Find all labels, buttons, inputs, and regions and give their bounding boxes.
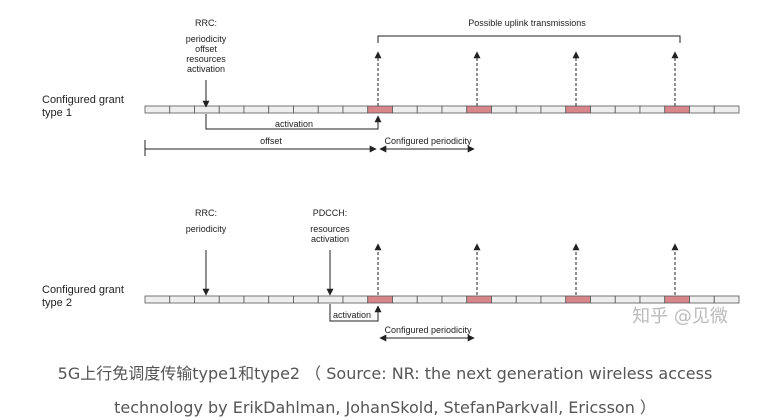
type1-grant-slot [664, 105, 690, 114]
type2-label-line2: type 2 [42, 297, 72, 309]
type1-rrc-title: RRC: [195, 18, 217, 28]
type2-slot [614, 295, 641, 304]
type1-slot [268, 105, 294, 114]
type1-slot [639, 105, 666, 114]
type1-slot [689, 105, 715, 114]
type2-slot [639, 295, 666, 304]
watermark: 知乎 @见微 [632, 306, 728, 327]
type2-rrc-line: periodicity [186, 224, 227, 234]
type1-slot [218, 105, 245, 114]
type2-group: Configured grant type 2 RRC: periodicity… [42, 208, 472, 335]
type1-activation-label: activation [275, 119, 313, 129]
type2-slot [243, 295, 270, 304]
type1-slot [515, 105, 542, 114]
caption-line2: technology by ErikDahlman, JohanSkold, S… [114, 398, 656, 417]
type1-slot [614, 105, 641, 114]
type1-slot [144, 105, 171, 114]
type2-slot [342, 295, 369, 304]
type2-slot [194, 295, 220, 304]
type1-slot [416, 105, 443, 114]
type1-slot [590, 105, 616, 114]
type1-rrc-line: offset [195, 44, 217, 54]
type2-connectors [202, 243, 679, 342]
type1-periodicity-label: Configured periodicity [384, 136, 472, 146]
type1-uplink-bracket [377, 35, 681, 43]
type2-activation-label: activation [333, 310, 371, 320]
type1-slot-row [144, 105, 740, 114]
type1-slot [441, 105, 468, 114]
type2-slot [515, 295, 542, 304]
type1-slot [169, 105, 195, 114]
type2-grant-slot [466, 295, 492, 304]
type2-grant-slot [664, 295, 690, 304]
type1-grant-slot [466, 105, 492, 114]
caption-line1: 5G上行免调度传输type1和type2 （ Source: NR: the n… [57, 364, 713, 383]
type1-uplink-label: Possible uplink transmissions [468, 18, 586, 28]
type1-rrc-line: activation [187, 64, 225, 74]
type2-slot [169, 295, 195, 304]
type1-group: Configured grant type 1 RRC: periodicity… [42, 18, 586, 146]
type2-slot [491, 295, 517, 304]
type2-slot [441, 295, 468, 304]
type2-slot [392, 295, 418, 304]
type1-slot [293, 105, 319, 114]
type2-slot [416, 295, 443, 304]
type2-slot [218, 295, 245, 304]
type2-slot [144, 295, 171, 304]
type2-grant-slot [367, 295, 393, 304]
type2-slot [268, 295, 294, 304]
type1-rrc-line: periodicity [186, 34, 227, 44]
type1-slot [342, 105, 369, 114]
type2-slot [689, 295, 715, 304]
type2-activation-path [329, 304, 382, 322]
type1-slot [491, 105, 517, 114]
type1-activation-path [205, 114, 382, 130]
type2-pdcch-line: resources [310, 224, 350, 234]
type2-slot [540, 295, 567, 304]
type2-slot [293, 295, 319, 304]
type2-slot [317, 295, 344, 304]
type1-slot [713, 105, 740, 114]
type1-grant-slot [565, 105, 591, 114]
type1-slot [243, 105, 270, 114]
type1-connectors [144, 35, 681, 156]
type2-rrc-title: RRC: [195, 208, 217, 218]
type2-slot-row [144, 295, 740, 304]
type1-grant-slot [367, 105, 393, 114]
type1-slot [317, 105, 344, 114]
type2-slot [713, 295, 740, 304]
type1-slot [540, 105, 567, 114]
type2-grant-slot [565, 295, 591, 304]
type2-pdcch-title: PDCCH: [313, 208, 348, 218]
type1-offset-label: offset [260, 136, 282, 146]
type1-label-line1: Configured grant [42, 94, 124, 106]
type2-pdcch-line: activation [311, 234, 349, 244]
type2-slot [590, 295, 616, 304]
type1-label-line2: type 1 [42, 107, 72, 119]
type1-slot [392, 105, 418, 114]
type1-rrc-line: resources [186, 54, 226, 64]
type2-periodicity-label: Configured periodicity [384, 325, 472, 335]
type2-label-line1: Configured grant [42, 284, 124, 296]
type1-slot [194, 105, 220, 114]
